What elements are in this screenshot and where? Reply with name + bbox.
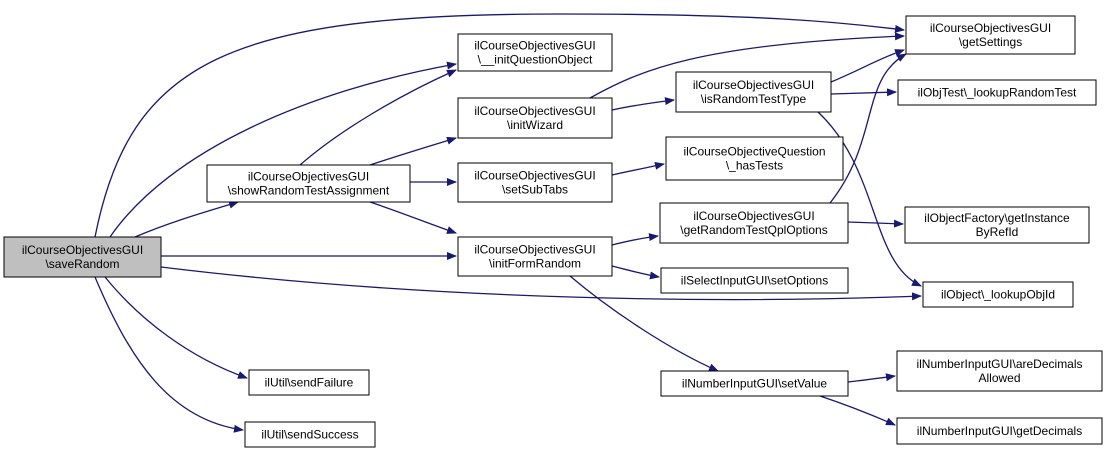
edge-saveRandom-to-lookupObjId — [160, 266, 922, 301]
node-label-line: ilCourseObjectivesGUI — [693, 209, 814, 223]
node-lookupRandomTest[interactable]: ilObjTest\_lookupRandomTest — [897, 79, 1097, 106]
node-label-line: ilCourseObjectivesGUI — [930, 21, 1051, 35]
node-isRandomTestType[interactable]: ilCourseObjectivesGUI\isRandomTestType — [675, 71, 832, 113]
node-getDecimals[interactable]: ilNumberInputGUI\getDecimals — [896, 417, 1103, 445]
node-box — [660, 267, 849, 294]
node-label-line: ilCourseObjectivesGUI — [22, 243, 143, 257]
edge-setSubTabs-to-hasTests — [611, 161, 665, 176]
node-box — [896, 417, 1103, 445]
node-showRandom[interactable]: ilCourseObjectivesGUI\showRandomTestAssi… — [206, 164, 411, 203]
edge-initFormRandom-to-setValue — [569, 275, 719, 372]
node-label-line: \isRandomTestType — [701, 92, 807, 106]
node-label-line: \initWizard — [507, 118, 563, 132]
edge-initFormRandom-to-setOptions — [611, 265, 660, 280]
node-label-line: ilObjectFactory\getInstance — [924, 211, 1070, 225]
edge-isRandomTestType-to-getSettings — [830, 49, 905, 83]
node-label-line: ilCourseObjectivesGUI — [474, 243, 595, 257]
node-initFormRandom[interactable]: ilCourseObjectivesGUI\initFormRandom — [457, 236, 613, 277]
node-label-line: ilNumberInputGUI\setValue — [682, 377, 828, 391]
edge-showRandom-to-initFormRandom — [369, 201, 457, 234]
node-box — [457, 162, 613, 203]
node-label-line: ilCourseObjectivesGUI — [248, 170, 369, 184]
node-label-line: \saveRandom — [45, 257, 119, 271]
node-initWizard[interactable]: ilCourseObjectivesGUI\initWizard — [457, 97, 613, 139]
node-box — [248, 369, 370, 396]
edge-saveRandom-to-sendFailure — [104, 276, 248, 379]
node-sendFailure[interactable]: ilUtil\sendFailure — [248, 369, 370, 396]
node-getSettings[interactable]: ilCourseObjectivesGUI\getSettings — [905, 15, 1076, 55]
node-label-line: \getRandomTestQplOptions — [680, 223, 827, 237]
node-getRandomTestQpl[interactable]: ilCourseObjectivesGUI\getRandomTestQplOp… — [659, 202, 849, 244]
edge-saveRandom-to-initQuestion — [109, 61, 457, 238]
edge-getRandomTestQpl-to-getInstanceByRefId — [847, 219, 904, 228]
node-label-line: ilCourseObjectiveQuestion — [683, 145, 825, 159]
node-label-line: ilSelectInputGUI\setOptions — [681, 274, 828, 288]
node-setValue[interactable]: ilNumberInputGUI\setValue — [660, 370, 849, 397]
node-label-line: ilUtil\sendFailure — [265, 376, 354, 390]
edge-setValue-to-getDecimals — [819, 395, 896, 426]
node-label-line: ilObject\_lookupObjId — [941, 288, 1055, 302]
edge-saveRandom-to-sendSuccess — [94, 276, 244, 433]
node-box — [457, 97, 613, 139]
node-box — [896, 350, 1103, 392]
edge-initWizard-to-getSettings — [589, 32, 905, 99]
edge-setValue-to-areDecimalsAllowed — [847, 373, 896, 383]
node-label-line: \showRandomTestAssignment — [228, 184, 390, 198]
node-label-line: ilCourseObjectivesGUI — [693, 78, 814, 92]
edge-layer — [94, 13, 922, 433]
node-box — [922, 281, 1074, 308]
node-lookupObjId[interactable]: ilObject\_lookupObjId — [922, 281, 1074, 308]
node-box — [897, 79, 1097, 106]
node-label-line: ByRefId — [976, 225, 1019, 239]
node-box — [659, 202, 849, 244]
node-initQuestion[interactable]: ilCourseObjectivesGUI\__initQuestionObje… — [457, 33, 613, 72]
node-label-line: ilCourseObjectivesGUI — [474, 169, 595, 183]
node-box — [3, 236, 162, 278]
node-layer: ilCourseObjectivesGUI\saveRandomilCourse… — [3, 15, 1103, 448]
node-box — [905, 15, 1076, 55]
node-label-line: ilCourseObjectivesGUI — [474, 39, 595, 53]
node-label-line: \__initQuestionObject — [478, 53, 593, 67]
edge-isRandomTestType-to-lookupRandomTest — [830, 88, 897, 97]
edge-getRandomTestQpl-to-getSettings — [829, 53, 907, 204]
node-label-line: \initFormRandom — [489, 257, 581, 271]
node-label-line: \getSettings — [959, 35, 1022, 49]
node-box — [665, 136, 844, 181]
edge-saveRandom-to-getSettings — [94, 13, 905, 238]
node-label-line: Allowed — [978, 371, 1020, 385]
node-box — [660, 370, 849, 397]
node-saveRandom[interactable]: ilCourseObjectivesGUI\saveRandom — [3, 236, 162, 278]
node-box — [675, 71, 832, 113]
node-label-line: ilNumberInputGUI\areDecimals — [916, 357, 1082, 371]
node-box — [457, 33, 613, 72]
node-hasTests[interactable]: ilCourseObjectiveQuestion\_hasTests — [665, 136, 844, 181]
node-setOptions[interactable]: ilSelectInputGUI\setOptions — [660, 267, 849, 294]
node-label-line: \setSubTabs — [502, 183, 568, 197]
edge-saveRandom-to-showRandom — [134, 200, 239, 238]
node-label-line: \_hasTests — [726, 159, 783, 173]
node-label-line: ilCourseObjectivesGUI — [474, 104, 595, 118]
node-sendSuccess[interactable]: ilUtil\sendSuccess — [244, 421, 376, 448]
node-box — [904, 206, 1090, 244]
edge-initWizard-to-isRandomTestType — [611, 97, 675, 111]
edge-initFormRandom-to-getRandomTestQpl — [611, 233, 659, 246]
node-label-line: ilUtil\sendSuccess — [261, 428, 358, 442]
node-label-line: ilObjTest\_lookupRandomTest — [918, 86, 1077, 100]
edge-showRandom-to-initQuestion — [299, 69, 457, 166]
edge-showRandom-to-initWizard — [369, 136, 457, 166]
node-box — [457, 236, 613, 277]
node-box — [206, 164, 411, 203]
node-setSubTabs[interactable]: ilCourseObjectivesGUI\setSubTabs — [457, 162, 613, 203]
edge-isRandomTestType-to-lookupObjId — [817, 111, 922, 287]
node-box — [244, 421, 376, 448]
node-label-line: ilNumberInputGUI\getDecimals — [917, 424, 1082, 438]
